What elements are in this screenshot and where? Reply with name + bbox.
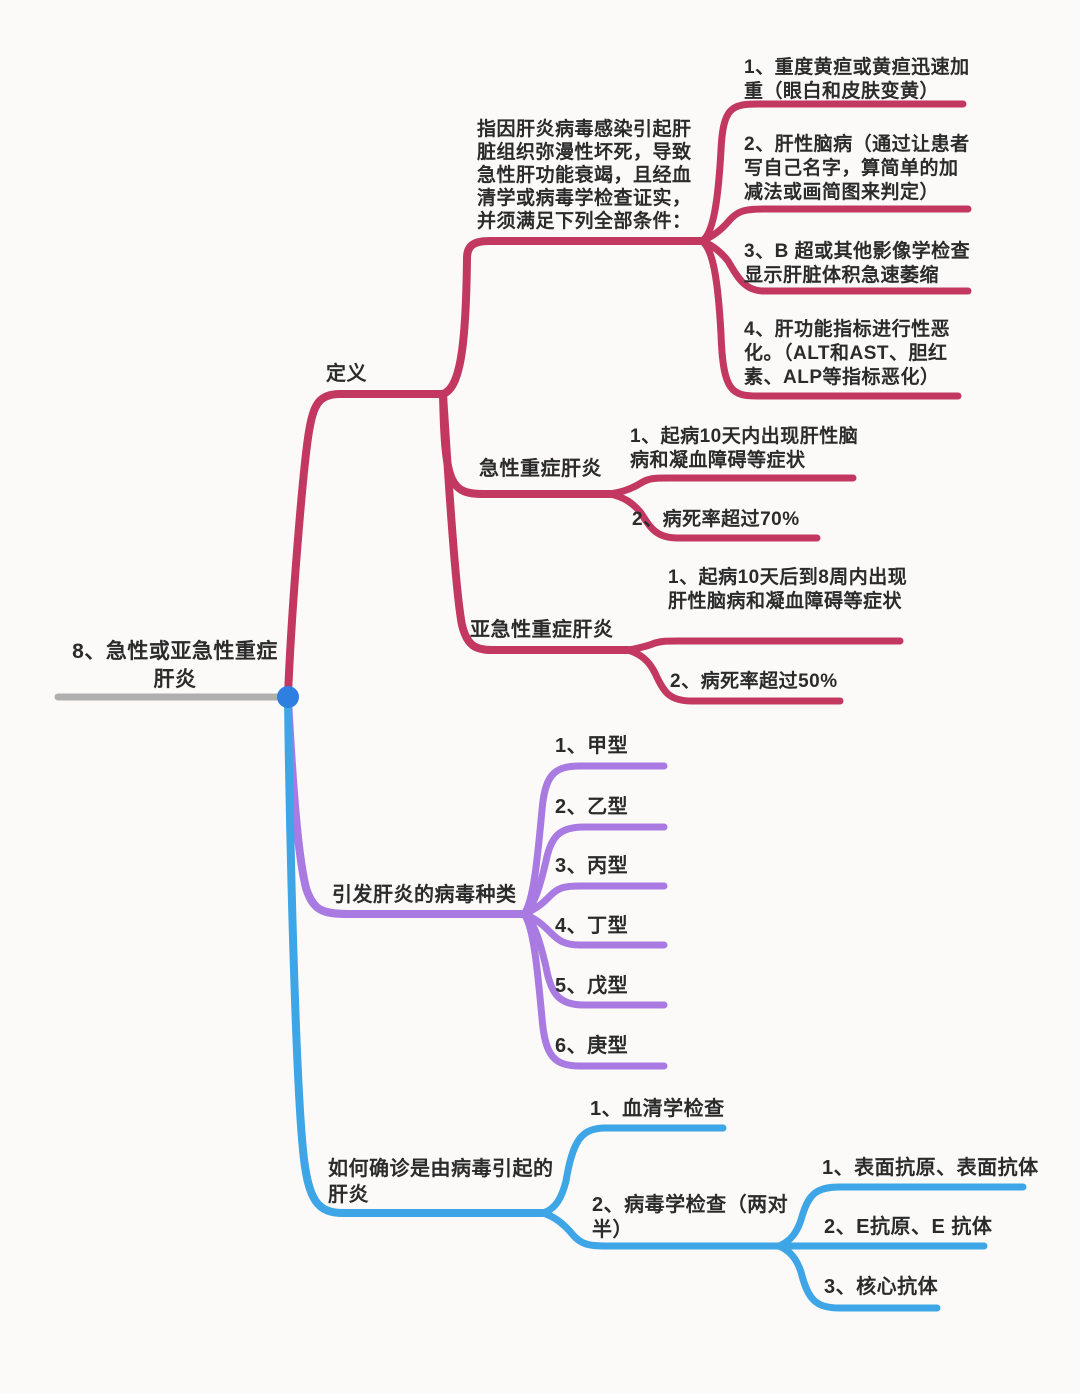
connector-root-to-diagnosis xyxy=(284,695,547,1217)
connector-diagnosis-to-serology xyxy=(539,1124,727,1217)
node-virus-type-b[interactable]: 2、乙型 xyxy=(555,796,629,818)
connector-diagnosis-to-virology xyxy=(539,1209,783,1250)
node-serology-test[interactable]: 1、血清学检查 xyxy=(590,1098,725,1120)
node-definition-description[interactable]: 指因肝炎病毒感染引起肝脏组织弥漫性坏死，导致急性肝功能衰竭，且经血清学或病毒学检… xyxy=(477,119,692,232)
node-e-antigen-antibody[interactable]: 2、E抗原、E 抗体 xyxy=(824,1216,993,1238)
connector-virus-type-d xyxy=(520,910,668,949)
node-acute-item-1[interactable]: 1、起病10天内出现肝性脑病和凝血障碍等症状 xyxy=(630,426,859,471)
node-virus-type-g[interactable]: 6、庚型 xyxy=(555,1035,629,1057)
node-definition[interactable]: 定义 xyxy=(326,363,367,385)
connector-acute-to-item-1 xyxy=(606,474,857,498)
node-criterion-4[interactable]: 4、肝功能指标进行性恶化。（ALT和AST、胆红素、ALP等指标恶化） xyxy=(744,319,951,388)
node-acute-item-2[interactable]: 2、病死率超过70% xyxy=(632,509,800,530)
diagnosis-branch-lines xyxy=(284,695,1027,1312)
connector-subacute-to-item-1 xyxy=(624,637,904,654)
node-criterion-1[interactable]: 1、重度黄疸或黄疸迅速加重（眼白和皮肤变黄） xyxy=(744,57,970,102)
node-virology-test[interactable]: 2、病毒学检查（两对半） xyxy=(592,1194,789,1241)
connector-virus-type-e xyxy=(520,910,668,1009)
connector-subacute-to-item-2 xyxy=(624,646,844,705)
node-diagnosis[interactable]: 如何确诊是由病毒引起的肝炎 xyxy=(328,1158,554,1206)
node-virus-type-c[interactable]: 3、丙型 xyxy=(555,855,629,877)
node-subacute-item-1[interactable]: 1、起病10天后到8周内出现肝性脑病和凝血障碍等症状 xyxy=(668,567,908,612)
connector-description-to-criterion-4 xyxy=(698,237,962,400)
node-virus-type-e[interactable]: 5、戊型 xyxy=(555,975,629,997)
node-acute-hepatitis[interactable]: 急性重症肝炎 xyxy=(479,458,602,480)
connector-description-to-criterion-1 xyxy=(698,100,967,245)
node-subacute-hepatitis[interactable]: 亚急性重症肝炎 xyxy=(470,619,614,641)
node-surface-antigen-antibody[interactable]: 1、表面抗原、表面抗体 xyxy=(822,1157,1039,1179)
connector-root-to-definition xyxy=(284,390,447,699)
node-virus-types[interactable]: 引发肝炎的病毒种类 xyxy=(332,884,517,906)
connector-virus-type-g xyxy=(520,910,668,1070)
definition-branch-lines xyxy=(284,100,972,705)
connector-description-to-criterion-2 xyxy=(698,205,972,245)
connector-virus-type-b xyxy=(520,823,668,918)
connector-definition-to-description xyxy=(439,237,706,398)
root-node[interactable]: 8、急性或亚急性重症肝炎 xyxy=(72,640,278,691)
connector-virus-type-a xyxy=(520,762,668,918)
connector-definition-to-subacute xyxy=(439,390,632,654)
connector-description-to-criterion-3 xyxy=(698,237,972,295)
connector-virus-type-c xyxy=(520,882,668,918)
node-virus-type-d[interactable]: 4、丁型 xyxy=(555,915,629,937)
root-junction-dot[interactable] xyxy=(277,686,299,708)
node-criterion-3[interactable]: 3、B 超或其他影像学检查显示肝脏体积急速萎缩 xyxy=(744,241,971,286)
connector-virology-to-core-antibody xyxy=(775,1242,941,1312)
node-core-antibody[interactable]: 3、核心抗体 xyxy=(824,1276,939,1298)
node-subacute-item-2[interactable]: 2、病死率超过50% xyxy=(670,671,838,692)
node-virus-type-a[interactable]: 1、甲型 xyxy=(555,735,629,757)
connector-virology-to-surface-antigen xyxy=(775,1183,1027,1250)
connector-acute-to-item-2 xyxy=(606,490,821,542)
node-criterion-2[interactable]: 2、肝性脑病（通过让患者写自己名字，算简单的加减法或画简图来判定） xyxy=(744,134,970,203)
